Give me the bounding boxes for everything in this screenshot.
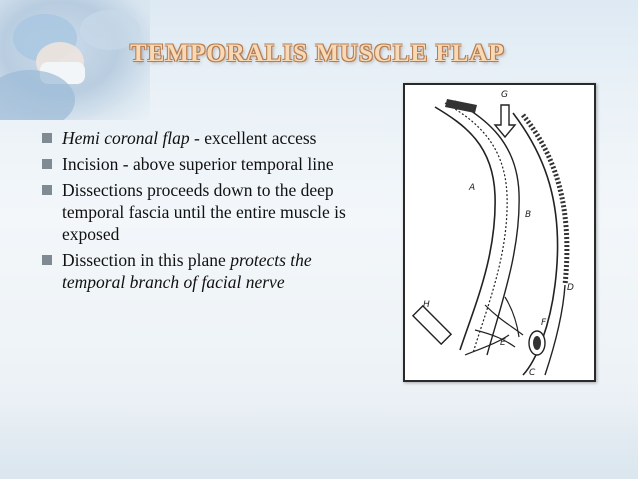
square-bullet-icon [42, 185, 52, 195]
bullet-text: Incision - above superior temporal line [62, 154, 334, 174]
figure-label-c: C [529, 368, 536, 378]
bullet-text: - excellent access [189, 128, 317, 148]
bullet-text: Dissection in this plane [62, 250, 231, 270]
figure-label-b: B [525, 210, 531, 220]
bullet-text: Dissections proceeds down to the deep te… [62, 180, 346, 244]
temporalis-diagram: G A B D F H E C [403, 83, 596, 382]
square-bullet-icon [42, 133, 52, 143]
figure-label-a: A [468, 183, 475, 193]
figure-label-h: H [423, 300, 430, 310]
background-haze [0, 409, 638, 479]
square-bullet-icon [42, 255, 52, 265]
bullet-list: Hemi coronal flap - excellent access Inc… [40, 127, 360, 297]
slide-title: TEMPORALIS MUSCLE FLAP [130, 40, 505, 67]
bullet-italic-text: protects the temporal branch of facial n… [62, 250, 312, 292]
bullet-italic-text: Hemi coronal flap [62, 128, 190, 148]
surgeon-photo [0, 0, 150, 120]
bullet-item: Dissection in this plane protects the te… [40, 249, 360, 293]
bullet-item: Hemi coronal flap - excellent access [40, 127, 360, 149]
figure-label-d: D [567, 283, 574, 293]
figure-label-e: E [500, 338, 506, 348]
bullet-item: Dissections proceeds down to the deep te… [40, 179, 360, 245]
figure-label-g: G [501, 90, 508, 100]
square-bullet-icon [42, 159, 52, 169]
figure-label-f: F [541, 318, 547, 328]
bullet-item: Incision - above superior temporal line [40, 153, 360, 175]
